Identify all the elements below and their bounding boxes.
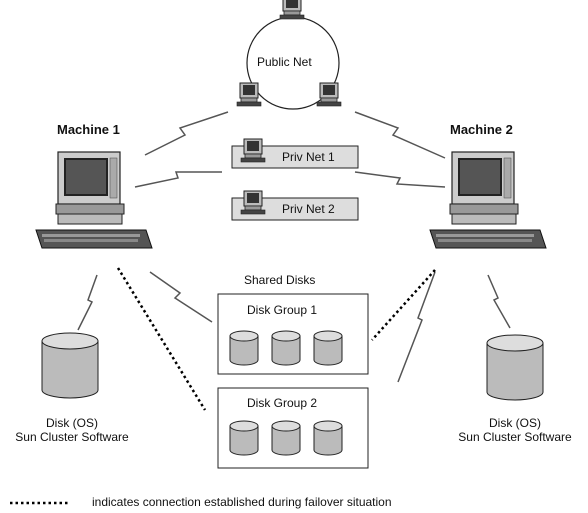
public-net-terminal-left: [236, 82, 262, 107]
disk-group-1-disk: [313, 330, 343, 366]
disk-group-1-disk: [271, 330, 301, 366]
disk-group-1-label: Disk Group 1: [247, 303, 318, 317]
public-net-label: Public Net: [257, 55, 312, 69]
machine-2-label: Machine 2: [450, 122, 513, 137]
disk-group-2-disk: [271, 420, 301, 456]
os-disk-machine-1-line1: Disk (OS): [46, 416, 98, 430]
priv-net-2-bar: [231, 197, 359, 221]
link-m2-disk-group-2: [397, 271, 436, 383]
os-disk-machine-1: [41, 332, 99, 399]
priv-net-1-label: Priv Net 1: [282, 150, 335, 164]
failover-link-m1-disk-group-2: [116, 267, 207, 411]
link-m1-priv1: [134, 171, 222, 188]
link-m1-public: [144, 111, 229, 156]
priv-net-2-terminal: [240, 190, 266, 215]
disk-group-2-label: Disk Group 2: [247, 396, 318, 410]
network-links: [77, 111, 511, 383]
shared-disks-label: Shared Disks: [244, 273, 316, 287]
disk-group-2-disk: [229, 420, 259, 456]
legend-text: indicates connection established during …: [92, 495, 392, 509]
link-m1-disk-group-1: [149, 271, 213, 323]
machine-1-label: Machine 1: [57, 122, 120, 137]
public-net-terminal-right: [316, 82, 342, 107]
machine-2-workstation: [429, 151, 547, 249]
priv-net-2-label: Priv Net 2: [282, 202, 335, 216]
link-m2-os-disk: [487, 274, 511, 329]
link-m2-priv2: [354, 171, 446, 188]
link-m1-os-disk: [77, 274, 98, 331]
priv-net-1-terminal: [240, 138, 266, 163]
disk-group-1-disk: [229, 330, 259, 366]
failover-link-m2-disk-group-1: [371, 269, 436, 341]
os-disk-machine-1-label: Disk (OS) Sun Cluster Software: [2, 416, 142, 444]
priv-net-1-bar: [231, 145, 359, 169]
os-disk-machine-1-line2: Sun Cluster Software: [15, 430, 129, 444]
os-disk-machine-2-line2: Sun Cluster Software: [458, 430, 572, 444]
link-m2-public: [354, 111, 446, 159]
os-disk-machine-2-line1: Disk (OS): [489, 416, 541, 430]
disk-group-2-disk: [313, 420, 343, 456]
os-disk-machine-2-label: Disk (OS) Sun Cluster Software: [445, 416, 585, 444]
machine-1-workstation: [35, 151, 153, 249]
public-net-terminal-top: [279, 0, 305, 20]
os-disk-machine-2: [486, 334, 544, 401]
